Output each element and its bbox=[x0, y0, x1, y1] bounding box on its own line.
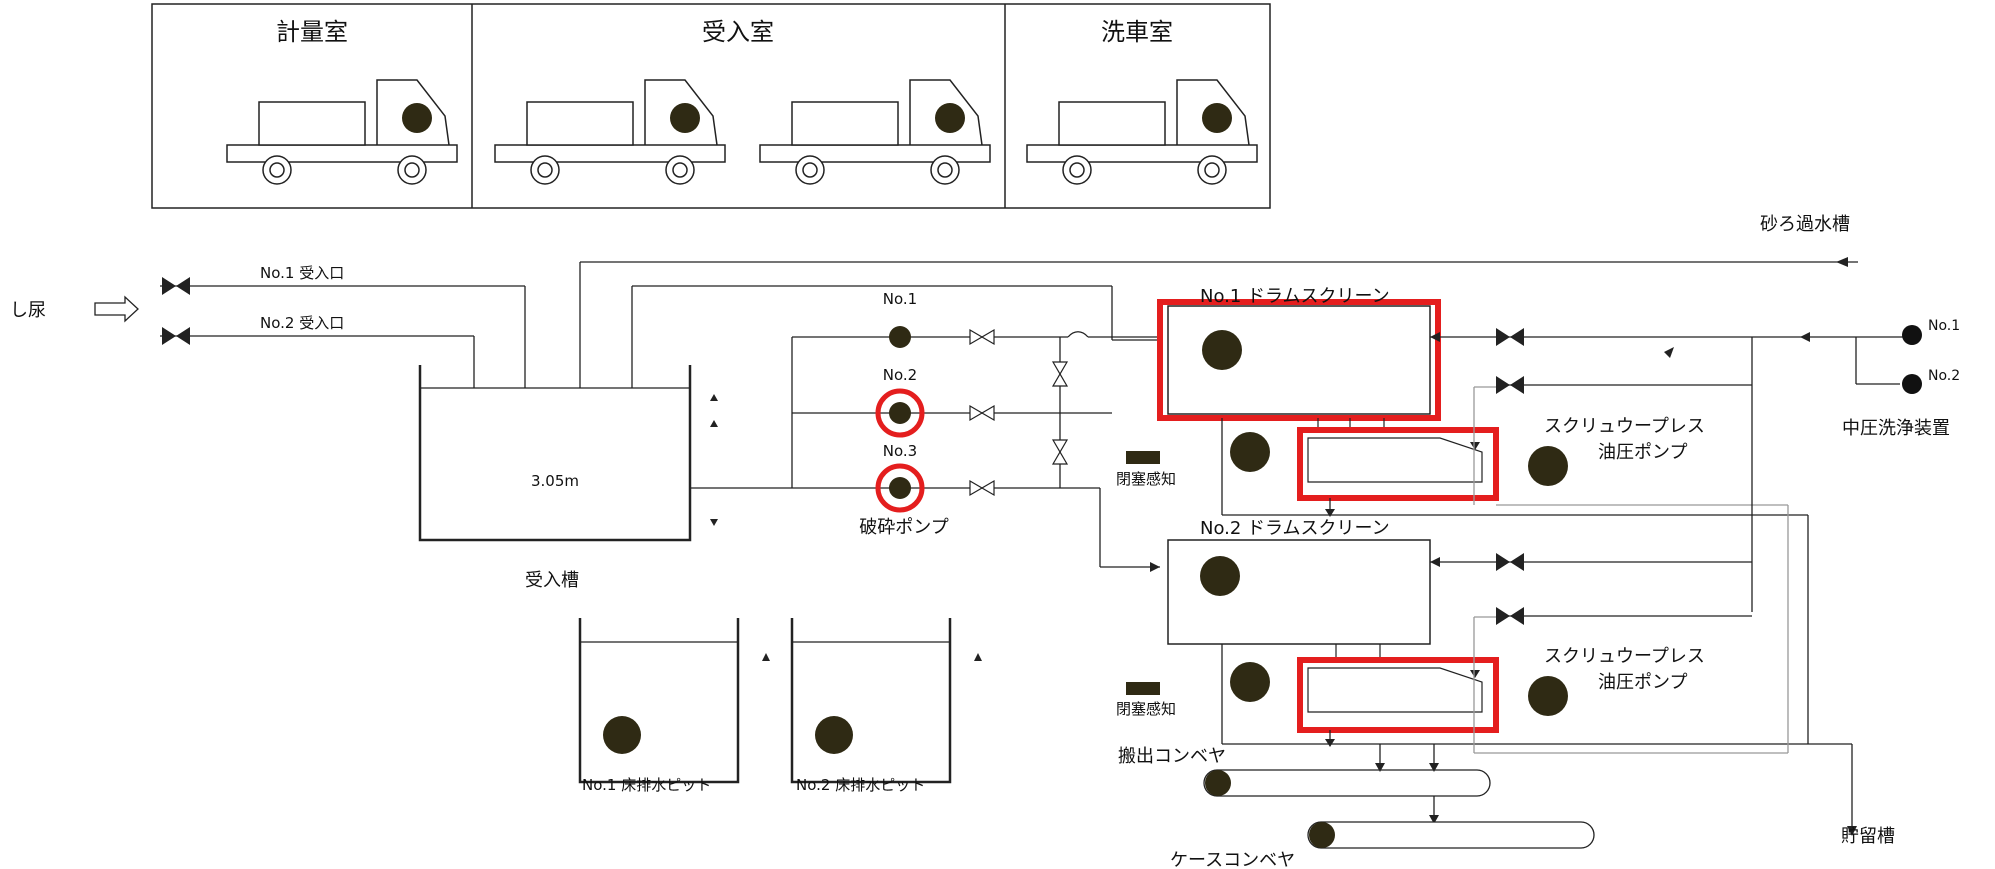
washer-no1-label: No.1 bbox=[1928, 318, 1960, 334]
floor-drain-pit-1 bbox=[578, 618, 770, 784]
discharge-conveyor-motor-icon bbox=[1205, 770, 1231, 796]
blockage-1-label: 閉塞感知 bbox=[1116, 470, 1176, 488]
pit-2-label: No.2 床排水ピット bbox=[796, 776, 925, 794]
truck-receiving-1 bbox=[494, 79, 726, 185]
pump-3-icon bbox=[889, 477, 911, 499]
truck-receiving-2 bbox=[759, 79, 991, 185]
pump-1-label: No.1 bbox=[883, 290, 917, 308]
washer-piping bbox=[1430, 328, 1912, 625]
pump-3-highlight bbox=[875, 463, 925, 513]
inlet-2-valve-icon bbox=[162, 327, 190, 345]
screw-press-2-label: スクリュウープレス bbox=[1544, 646, 1705, 667]
washer-no2-icon bbox=[1902, 374, 1922, 394]
washer-valve-1-icon bbox=[1496, 328, 1524, 346]
hydraulic-pump-1-icon bbox=[1528, 446, 1568, 486]
drum-screen-1-drive-icon bbox=[1230, 432, 1270, 472]
inlet-lines bbox=[160, 277, 526, 388]
valve-pump-2-icon bbox=[969, 405, 995, 421]
inlet-1-label: No.1 受入口 bbox=[260, 264, 344, 282]
washer-valve-2-icon bbox=[1496, 376, 1524, 394]
crusher-pump-piping bbox=[690, 329, 1160, 572]
medium-pressure-washer-label: 中圧洗浄装置 bbox=[1842, 418, 1950, 439]
inflow-arrow-icon bbox=[94, 295, 139, 323]
room-label-receiving: 受入室 bbox=[702, 18, 774, 46]
pump-2-highlight bbox=[875, 388, 925, 438]
case-conveyor bbox=[1307, 821, 1595, 849]
pump-2-icon bbox=[889, 402, 911, 424]
pump-1-icon bbox=[889, 326, 911, 348]
screw-press-2 bbox=[1297, 644, 1499, 747]
drum-screen-2-motor-icon bbox=[1200, 556, 1240, 596]
inlet-1-valve-icon bbox=[162, 277, 190, 295]
case-conveyor-motor-icon bbox=[1309, 822, 1335, 848]
drum-screen-2-drive-icon bbox=[1230, 662, 1270, 702]
blockage-2-label: 閉塞感知 bbox=[1116, 700, 1176, 718]
washer-valve-3-icon bbox=[1496, 553, 1524, 571]
valve-bypass-1-icon bbox=[1052, 361, 1068, 387]
discharge-conveyor bbox=[1203, 744, 1491, 824]
pump-2-label: No.2 bbox=[883, 366, 917, 384]
hydraulic-pump-2-icon bbox=[1528, 676, 1568, 716]
washer-no2-label: No.2 bbox=[1928, 368, 1960, 384]
pit-2-pump-icon bbox=[815, 716, 853, 754]
pit-1-label: No.1 床排水ピット bbox=[582, 776, 711, 794]
drum-screen-1-motor-icon bbox=[1202, 330, 1242, 370]
inlet-2-label: No.2 受入口 bbox=[260, 314, 344, 332]
floor-drain-pit-2 bbox=[790, 618, 982, 784]
storage-tank-label: 貯留槽 bbox=[1841, 826, 1895, 847]
night-soil-label: し尿 bbox=[10, 300, 46, 321]
room-label-weighing: 計量室 bbox=[276, 18, 348, 46]
screw-press-1-label: スクリュウープレス bbox=[1544, 416, 1705, 437]
pump-3-label: No.3 bbox=[883, 442, 917, 460]
drum-screen-2 bbox=[1167, 539, 1431, 645]
case-conveyor-label: ケースコンベヤ bbox=[1170, 850, 1295, 869]
screen-drain-lines bbox=[1221, 386, 1857, 836]
washer-no1-icon bbox=[1902, 325, 1922, 345]
sand-filter-return-line bbox=[579, 257, 1858, 388]
hydraulic-pump-1-label: 油圧ポンプ bbox=[1598, 442, 1687, 463]
room-label-carwash: 洗車室 bbox=[1101, 18, 1173, 46]
blockage-sensor-1-icon bbox=[1126, 451, 1160, 464]
recirculation-line bbox=[631, 285, 1160, 388]
truck-weighing bbox=[226, 79, 458, 185]
tank-value-label: 3.05m bbox=[531, 472, 579, 490]
valve-pump-1-icon bbox=[969, 329, 995, 345]
valve-pump-3-icon bbox=[969, 480, 995, 496]
truck-carwash bbox=[1026, 79, 1258, 185]
drum-screen-1-label: No.1 ドラムスクリーン bbox=[1200, 286, 1390, 307]
drum-screen-2-label: No.2 ドラムスクリーン bbox=[1200, 518, 1390, 539]
pit-1-pump-icon bbox=[603, 716, 641, 754]
rooms-strip: 計量室 受入室 洗車室 bbox=[151, 3, 1271, 209]
screw-press-1 bbox=[1297, 418, 1499, 517]
receiving-tank-label: 受入槽 bbox=[525, 570, 579, 591]
drum-screen-1 bbox=[1157, 299, 1441, 421]
blockage-sensor-2-icon bbox=[1126, 682, 1160, 695]
sand-filter-tank-label: 砂ろ過水槽 bbox=[1760, 214, 1850, 235]
discharge-conveyor-label: 搬出コンベヤ bbox=[1118, 746, 1226, 767]
crusher-pump-label: 破砕ポンプ bbox=[859, 517, 948, 538]
valve-bypass-2-icon bbox=[1052, 439, 1068, 465]
receiving-tank bbox=[418, 365, 718, 542]
washer-valve-4-icon bbox=[1496, 607, 1524, 625]
hydraulic-pump-2-label: 油圧ポンプ bbox=[1598, 672, 1687, 693]
